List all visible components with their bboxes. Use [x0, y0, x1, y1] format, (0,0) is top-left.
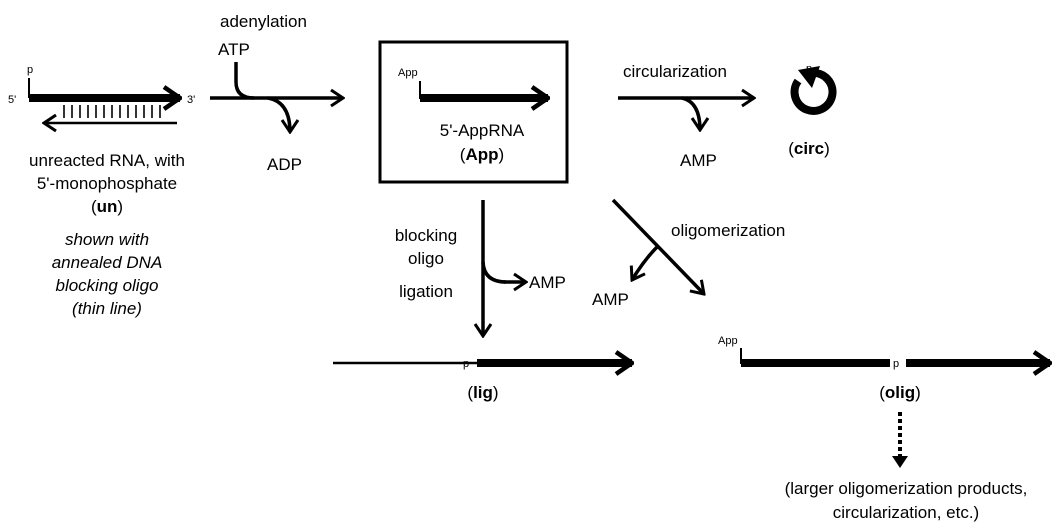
- circular-rna-arrowhead: [798, 66, 820, 88]
- app-abbreviation: (App): [460, 145, 504, 164]
- oligomerization-label: oligomerization: [671, 221, 785, 240]
- app-rna-box: App 5'-AppRNA (App): [378, 40, 569, 184]
- adenylation-label: adenylation: [220, 12, 307, 31]
- ligation-label: ligation: [399, 282, 453, 301]
- circularization-label: circularization: [623, 62, 727, 81]
- unreacted-rna-label-2: 5'-monophosphate: [37, 174, 177, 193]
- amp-label-circ: AMP: [680, 151, 717, 170]
- circularization-step: circularization AMP p (circ): [618, 62, 837, 170]
- adp-label: ADP: [267, 155, 302, 174]
- blocking-note-2: annealed DNA: [52, 253, 163, 272]
- atp-label: ATP: [218, 40, 250, 59]
- olig-abbreviation: (olig): [879, 383, 921, 402]
- larger-products-label-2: circularization, etc.): [833, 503, 979, 522]
- un-abbreviation: (un): [91, 197, 123, 216]
- amp-output-arrow-olig: [632, 244, 660, 280]
- base-pair-ticks: [63, 105, 161, 118]
- five-prime-label: 5': [8, 94, 16, 106]
- phosphate-label-circ: p: [806, 63, 812, 75]
- oligo-label: oligo: [408, 249, 444, 268]
- app-box-frame: [378, 40, 569, 184]
- three-prime-label: 3': [187, 94, 195, 106]
- unreacted-rna-group: p 5' 3' unreacted RNA, with 5'-monophosp…: [8, 64, 195, 318]
- blocking-ligation-step: AMP blocking oligo ligation p (lig): [333, 200, 632, 402]
- phosphate-label-un: p: [27, 64, 33, 76]
- amp-output-arrow-circ: [681, 96, 700, 130]
- amp-label-olig: AMP: [592, 290, 629, 309]
- circ-abbreviation: (circ): [788, 139, 830, 158]
- phosphate-label-lig: p: [463, 358, 469, 370]
- app-tag-olig: App: [718, 335, 738, 347]
- circular-rna-ring: [790, 68, 837, 115]
- further-products-arrowhead: [892, 456, 908, 468]
- unreacted-rna-label-1: unreacted RNA, with: [29, 151, 185, 170]
- adp-output-arrow: [267, 96, 290, 132]
- app-tag-box: App: [398, 67, 418, 79]
- lig-abbreviation: (lig): [467, 383, 498, 402]
- adenylation-step: adenylation ATP ADP: [210, 12, 343, 174]
- blocking-note-4: (thin line): [72, 299, 142, 318]
- phosphate-label-olig: p: [893, 358, 899, 370]
- app-rna-label: 5'-AppRNA: [440, 121, 525, 140]
- larger-products-label-1: (larger oligomerization products,: [785, 479, 1028, 498]
- blocking-note-3: blocking oligo: [55, 276, 158, 295]
- amp-label-lig: AMP: [529, 273, 566, 292]
- amp-output-curve-lig: [481, 261, 507, 284]
- blocking-note-1: shown with: [65, 230, 149, 249]
- blocking-label: blocking: [395, 226, 457, 245]
- atp-input-curve: [234, 62, 255, 100]
- oligomerization-step: oligomerization AMP App p (olig) (larger…: [592, 198, 1050, 522]
